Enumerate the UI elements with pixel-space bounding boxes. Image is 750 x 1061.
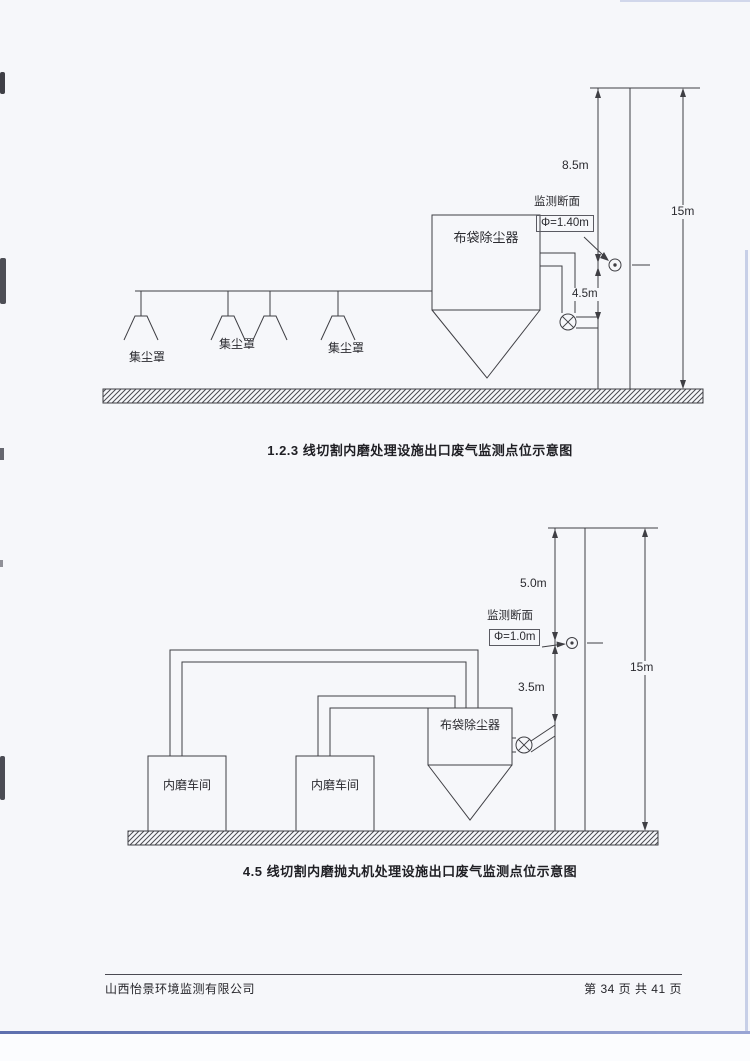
dimension-upper-segment (595, 89, 601, 263)
duct-workshop1-to-collector (169, 649, 479, 756)
dim-lower-label: 4.5m (570, 288, 600, 302)
diagram2-caption: 4.5 线切割内磨抛丸机处理设施出口废气监测点位示意图 (242, 864, 578, 879)
dimension-upper-segment (552, 529, 558, 641)
workshop-1-box (147, 755, 227, 832)
dust-hood (320, 291, 356, 341)
exhaust-stack (548, 527, 658, 831)
fan-icon (559, 313, 577, 331)
scan-margin-bottom (0, 1034, 750, 1061)
dim-upper-label: 5.0m (520, 576, 547, 590)
ground-surface (127, 830, 659, 846)
dimension-total-height (680, 88, 686, 389)
monitor-leader-arrow (541, 641, 566, 648)
workshop-2-box (295, 755, 375, 832)
footer-page-indicator: 第 34 页 共 41 页 (584, 982, 682, 996)
baghouse-label: 布袋除尘器 (453, 230, 519, 245)
hood-label: 集尘罩 (129, 350, 166, 364)
dim-total-label: 15m (669, 204, 697, 219)
scan-artifact (0, 72, 5, 94)
scan-artifact (0, 258, 6, 304)
monitoring-port-icon (566, 637, 603, 649)
duct-workshop2-to-collector (317, 695, 456, 756)
footer-company: 山西怡景环境监测有限公司 (105, 982, 256, 996)
monitor-section-label: 监测断面 (534, 196, 580, 208)
diagram2-linework (127, 527, 659, 846)
scan-edge-bottom (0, 1031, 750, 1034)
monitor-section-label: 监测断面 (487, 610, 533, 622)
dim-lower-label: 3.5m (518, 680, 545, 694)
scan-edge-right (745, 250, 748, 1032)
scan-artifact (0, 560, 3, 567)
baghouse-dust-collector (431, 214, 541, 379)
scan-edge-top (620, 0, 750, 2)
dim-upper-label: 8.5m (562, 158, 589, 172)
footer-rule (105, 974, 682, 975)
dimension-total-height (642, 528, 648, 831)
diagram1-linework (102, 87, 704, 404)
dust-hood (210, 291, 246, 341)
monitor-leader-arrow (583, 236, 609, 261)
baghouse-label: 布袋除尘器 (439, 718, 500, 732)
monitor-diameter-label: Φ=1.40m (536, 215, 594, 233)
exhaust-stack (590, 87, 700, 389)
fan-icon (515, 736, 533, 754)
baghouse-dust-collector (427, 707, 513, 821)
dim-total-label: 15m (628, 660, 656, 675)
diagram1-caption: 1.2.3 线切割内磨处理设施出口废气监测点位示意图 (267, 443, 573, 458)
hood-label: 集尘罩 (219, 337, 256, 351)
monitoring-port-icon (608, 258, 650, 272)
duct-collector-to-stack (512, 724, 556, 753)
dust-hood (123, 291, 159, 341)
monitor-diameter-label: Φ=1.0m (489, 629, 541, 647)
workshop-1-label: 内磨车间 (162, 778, 211, 792)
dimension-lower-segment (552, 645, 558, 723)
workshop-2-label: 内磨车间 (310, 778, 359, 792)
scan-artifact (0, 756, 5, 800)
scan-artifact (0, 448, 4, 460)
ground-surface (102, 388, 704, 404)
hood-label: 集尘罩 (328, 341, 365, 355)
dust-hood (252, 291, 288, 341)
